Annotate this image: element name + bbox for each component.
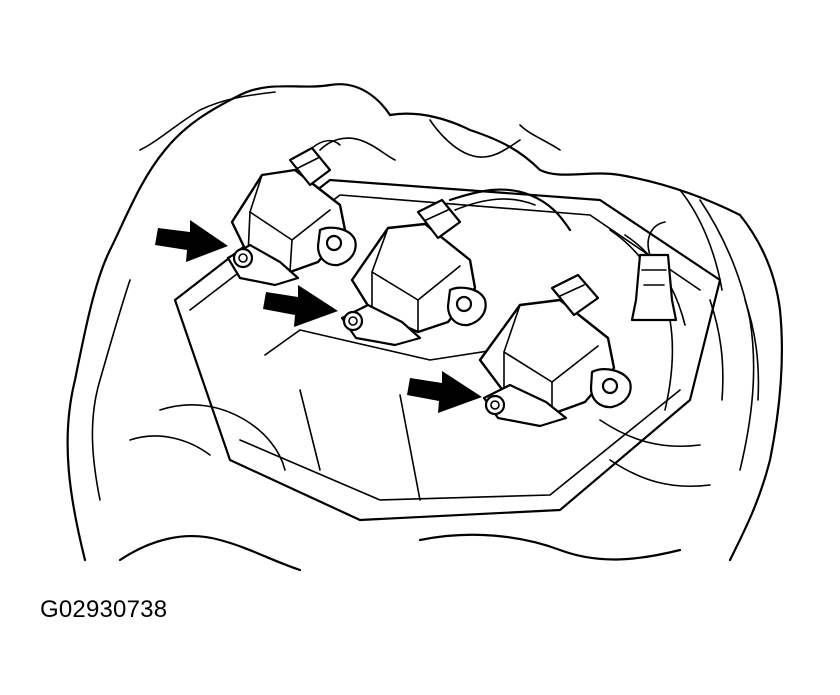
coil-bolt-3: [484, 394, 506, 416]
coil-bolt-2: [342, 310, 364, 332]
figure-id-label: G02930738: [40, 596, 168, 623]
pointer-arrow-3: [407, 371, 482, 413]
pointer-arrow-2: [263, 285, 338, 327]
ignition-coil-2: [340, 198, 487, 347]
pointer-arrow-1: [155, 220, 228, 262]
ignition-coil-1: [226, 139, 357, 287]
ignition-coil-3: [478, 273, 632, 428]
coil-bolt-1: [232, 247, 254, 269]
